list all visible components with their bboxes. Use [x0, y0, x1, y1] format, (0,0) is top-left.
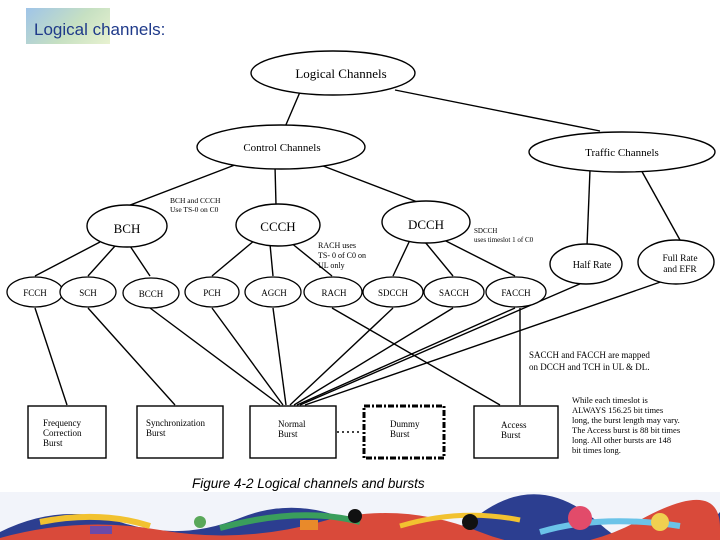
figure-caption: Figure 4-2 Logical channels and bursts — [192, 476, 425, 491]
leaf-channel-nodes: FCCH SCH BCCH PCH AGCH RACH SDCCH SACCH … — [6, 276, 547, 309]
note-timeslot-line3: long, the burst length may vary. — [572, 415, 680, 425]
node-sch-label: SCH — [79, 288, 97, 298]
note-rach-line2: TS- 0 of C0 on — [318, 251, 366, 260]
burst-frequency-correction — [27, 405, 107, 459]
node-agch-label: AGCH — [261, 288, 287, 298]
burst-frequency-line1: Frequency — [43, 418, 81, 428]
title-accent-square — [26, 8, 110, 44]
node-fcch-label: FCCH — [23, 288, 47, 298]
node-facch — [485, 276, 547, 308]
node-sdcch — [362, 276, 424, 308]
node-sacch-label: SACCH — [439, 288, 470, 298]
node-pch — [184, 276, 240, 308]
node-dcch — [381, 200, 471, 244]
burst-normal — [249, 405, 337, 459]
node-logical-channels-label: Logical Channels — [295, 66, 386, 81]
node-sdcch-label: SDCCH — [378, 288, 409, 298]
node-ccch — [235, 203, 321, 247]
slide-title: Logical channels: — [34, 20, 166, 39]
node-dcch-label: DCCH — [408, 217, 444, 232]
node-half-rate — [549, 243, 623, 285]
node-traffic-channels-label: Traffic Channels — [585, 147, 659, 159]
note-sacch-facch-line1: SACCH and FACCH are mapped — [529, 350, 650, 360]
node-sacch — [423, 276, 485, 308]
note-timeslot-line4: The Access burst is 88 bit times — [572, 425, 680, 435]
node-sch — [59, 276, 117, 308]
node-bch — [86, 204, 168, 248]
note-bch-ccch-line1: BCH and CCCH — [170, 196, 221, 205]
node-traffic-channels — [528, 131, 716, 173]
burst-access — [473, 405, 559, 459]
burst-dummy — [362, 404, 446, 460]
burst-synchronization-line2: Burst — [146, 428, 166, 438]
burst-access-line2: Burst — [501, 430, 521, 440]
node-full-rate — [637, 239, 715, 285]
connector-lines — [34, 89, 681, 406]
node-bcch — [122, 277, 180, 309]
note-sdcch-line2: uses timeslot 1 of C0 — [474, 236, 534, 244]
note-timeslot-line5: long. All other bursts are 148 — [572, 435, 671, 445]
burst-frequency-line2: Correction — [43, 428, 82, 438]
node-control-channels — [196, 124, 366, 170]
note-rach-line1: RACH uses — [318, 241, 356, 250]
note-timeslot-line2: ALWAYS 156.25 bit times — [572, 405, 663, 415]
burst-synchronization — [136, 405, 224, 459]
burst-synchronization-line1: Synchronization — [146, 418, 205, 428]
node-half-rate-label: Half Rate — [573, 260, 612, 271]
note-timeslot-line6: bit times long. — [572, 445, 621, 455]
burst-access-line1: Access — [501, 420, 527, 430]
node-bcch-label: BCCH — [139, 289, 164, 299]
node-rach — [303, 276, 363, 308]
note-sdcch-line1: SDCCH — [474, 227, 497, 235]
node-facch-label: FACCH — [501, 288, 531, 298]
burst-dummy-line2: Burst — [390, 429, 410, 439]
note-timeslot-line1: While each timeslot is — [572, 395, 648, 405]
node-full-rate-label-line2: and EFR — [663, 265, 697, 275]
note-bch-ccch-line2: Use TS-0 on C0 — [170, 205, 219, 214]
node-control-channels-label: Control Channels — [243, 142, 320, 154]
note-rach-line3: UL only — [318, 261, 345, 270]
decorative-footer-strip — [0, 492, 720, 540]
node-bch-label: BCH — [114, 221, 141, 236]
node-ccch-label: CCCH — [260, 219, 295, 234]
burst-frequency-line3: Burst — [43, 438, 63, 448]
node-rach-label: RACH — [321, 288, 347, 298]
node-agch — [244, 276, 302, 308]
node-pch-label: PCH — [203, 288, 221, 298]
burst-normal-line2: Burst — [278, 429, 298, 439]
node-full-rate-label-line1: Full Rate — [662, 254, 697, 264]
node-logical-channels — [250, 50, 416, 96]
note-sacch-facch-line2: on DCCH and TCH in UL & DL. — [529, 362, 650, 372]
burst-dummy-line1: Dummy — [390, 419, 420, 429]
burst-normal-line1: Normal — [278, 419, 306, 429]
